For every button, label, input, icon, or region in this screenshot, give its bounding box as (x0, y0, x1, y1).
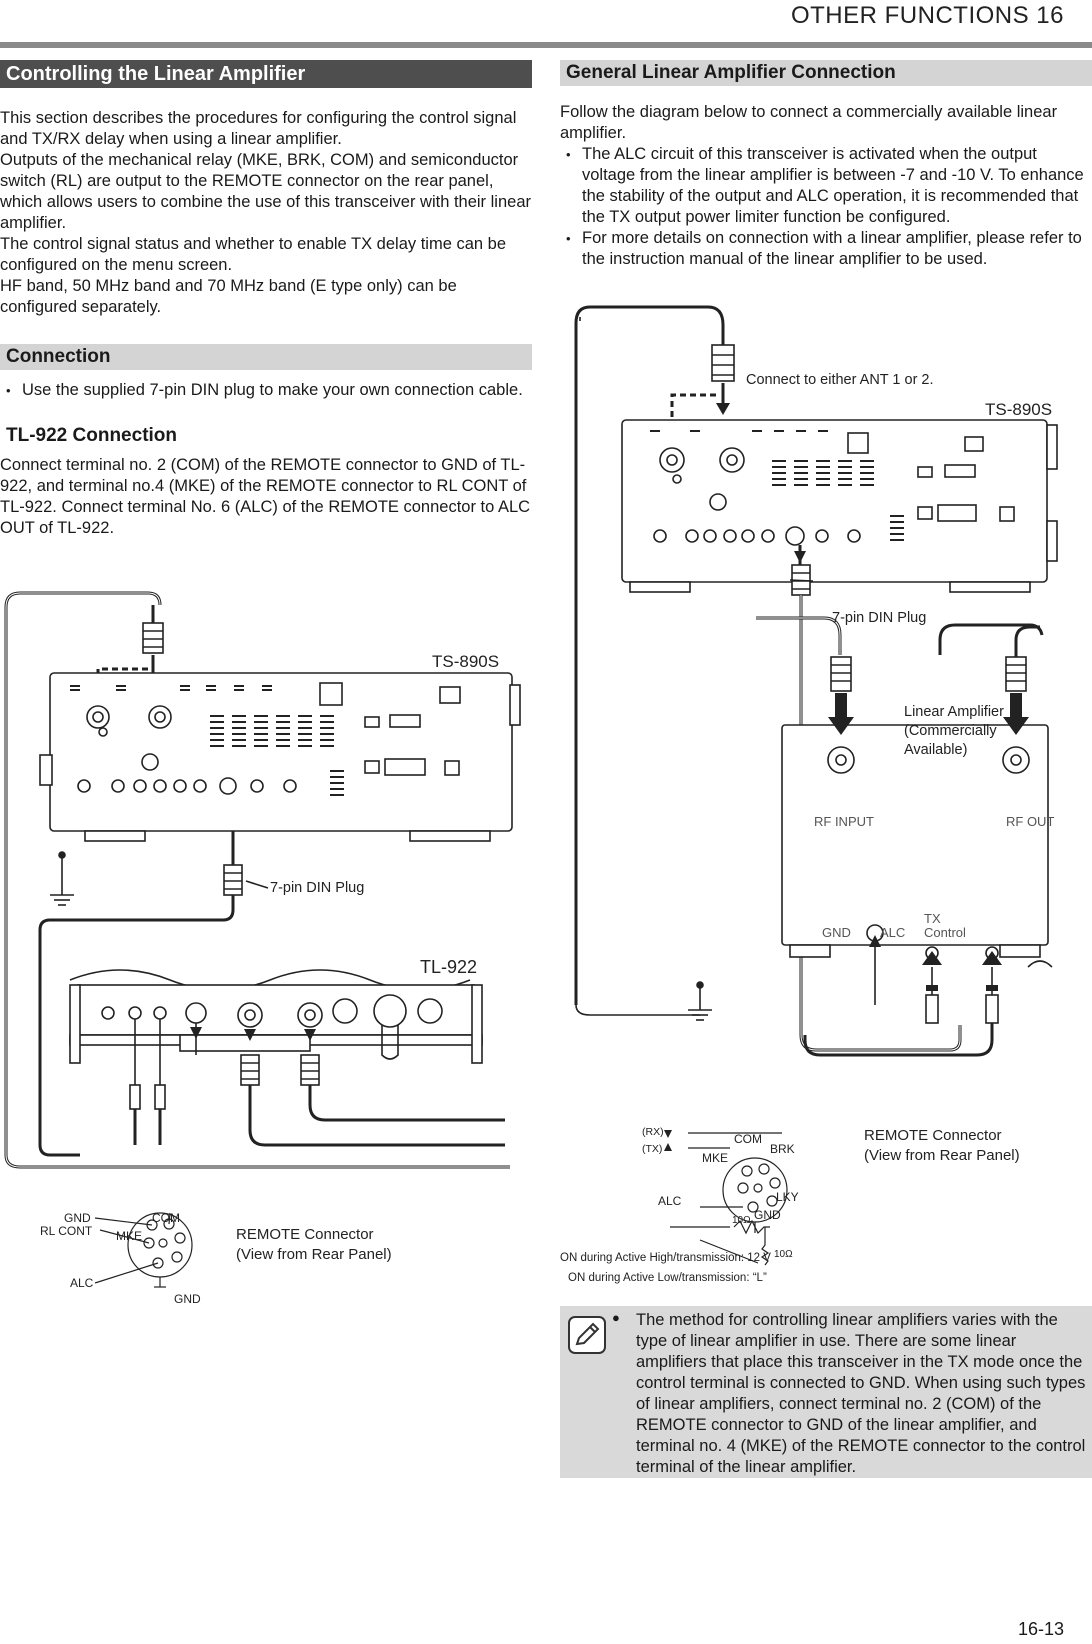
rf-out-label: RF OUT (1006, 814, 1054, 829)
header-rule (0, 42, 1092, 48)
amp-gnd-label: GND (822, 925, 851, 940)
note-text: The method for controlling linear amplif… (636, 1311, 1086, 1476)
section-title-linear-amplifier: Controlling the Linear Amplifier (0, 60, 532, 88)
general-intro: Follow the diagram below to connect a co… (560, 103, 1058, 142)
ant-note-label: Connect to either ANT 1 or 2. (746, 372, 934, 388)
resistor-10-a: 10Ω (732, 1215, 751, 1226)
intro-para-4: HF band, 50 MHz band and 70 MHz band (E … (0, 277, 457, 316)
section-title-connection: Connection (0, 344, 532, 370)
rf-input-label: RF INPUT (814, 814, 874, 829)
intro-para-2: Outputs of the mechanical relay (MKE, BR… (0, 151, 531, 232)
section-title-general-connection: General Linear Amplifier Connection (560, 60, 1092, 86)
page-number: 16-13 (1017, 1619, 1064, 1639)
ts890s-label: TS-890S (432, 652, 499, 671)
intro-para-3: The control signal status and whether to… (0, 235, 506, 274)
pin-gnd-label: GND (64, 1211, 91, 1225)
resistor-10-b: 10Ω (774, 1249, 793, 1260)
amp-label-2: (Commercially (904, 723, 997, 739)
page-header-title: OTHER FUNCTIONS 16 (790, 2, 1064, 29)
amp-alc-label: ALC (880, 925, 905, 940)
general-bullet-2: For more details on connection with a li… (560, 228, 1092, 270)
tl922-connection-diagram: TS-890S 7-pin DIN Plug TL-922 (4, 591, 521, 1306)
pin-gnd2-label: GND (174, 1292, 201, 1306)
section-title-tl922: TL-922 Connection (6, 425, 178, 446)
note-bullet-dot: ● (612, 1310, 620, 1325)
pin-alc-label: ALC (70, 1276, 94, 1290)
remote-connector-sublabel: (View from Rear Panel) (236, 1246, 392, 1263)
pin-com-label: COM (152, 1211, 180, 1225)
tl922-label: TL-922 (420, 957, 477, 977)
remote-connector-sublabel-right: (View from Rear Panel) (864, 1147, 1020, 1164)
rx-label: (RX) (642, 1126, 664, 1138)
amp-label-1: Linear Amplifier (904, 704, 1004, 720)
general-amplifier-diagram: Connect to either ANT 1 or 2. TS-890S 7-… (560, 305, 1058, 1284)
pin-alc-right: ALC (658, 1194, 682, 1208)
pin-gnd-right: GND (754, 1208, 781, 1222)
left-column: Controlling the Linear Amplifier This se… (0, 60, 532, 539)
tx-label: (TX) (642, 1143, 662, 1155)
pin-brk-right: BRK (770, 1142, 795, 1156)
general-bullet-1: The ALC circuit of this transceiver is a… (560, 144, 1092, 228)
ts890s-label-right: TS-890S (985, 400, 1052, 419)
pin-rlcont-label: RL CONT (40, 1224, 93, 1238)
pin-mke-right: MKE (702, 1151, 728, 1165)
on-active-low-label: ON during Active Low/transmission: “L” (568, 1272, 767, 1284)
amp-label-3: Available) (904, 742, 967, 758)
tl922-text: Connect terminal no. 2 (COM) of the REMO… (0, 456, 531, 537)
connection-bullet: Use the supplied 7-pin DIN plug to make … (0, 380, 532, 401)
din-plug-label-right: 7-pin DIN Plug (832, 610, 926, 626)
note-box: ● The method for controlling linear ampl… (560, 1306, 1092, 1478)
intro-para-1: This section describes the procedures fo… (0, 109, 517, 148)
on-active-high-label: ON during Active High/transmission: 12 V (560, 1252, 771, 1264)
pencil-note-icon (568, 1316, 606, 1354)
pin-mke-label: MKE (116, 1229, 142, 1243)
remote-connector-label: REMOTE Connector (236, 1226, 374, 1243)
amp-tx-label: TX (924, 911, 941, 926)
pin-lky-right: LKY (776, 1190, 799, 1204)
din-plug-label: 7-pin DIN Plug (270, 880, 364, 896)
pin-com-right: COM (734, 1132, 762, 1146)
remote-connector-label-right: REMOTE Connector (864, 1127, 1002, 1144)
amp-control-label: Control (924, 925, 966, 940)
right-column: General Linear Amplifier Connection Foll… (560, 60, 1092, 270)
